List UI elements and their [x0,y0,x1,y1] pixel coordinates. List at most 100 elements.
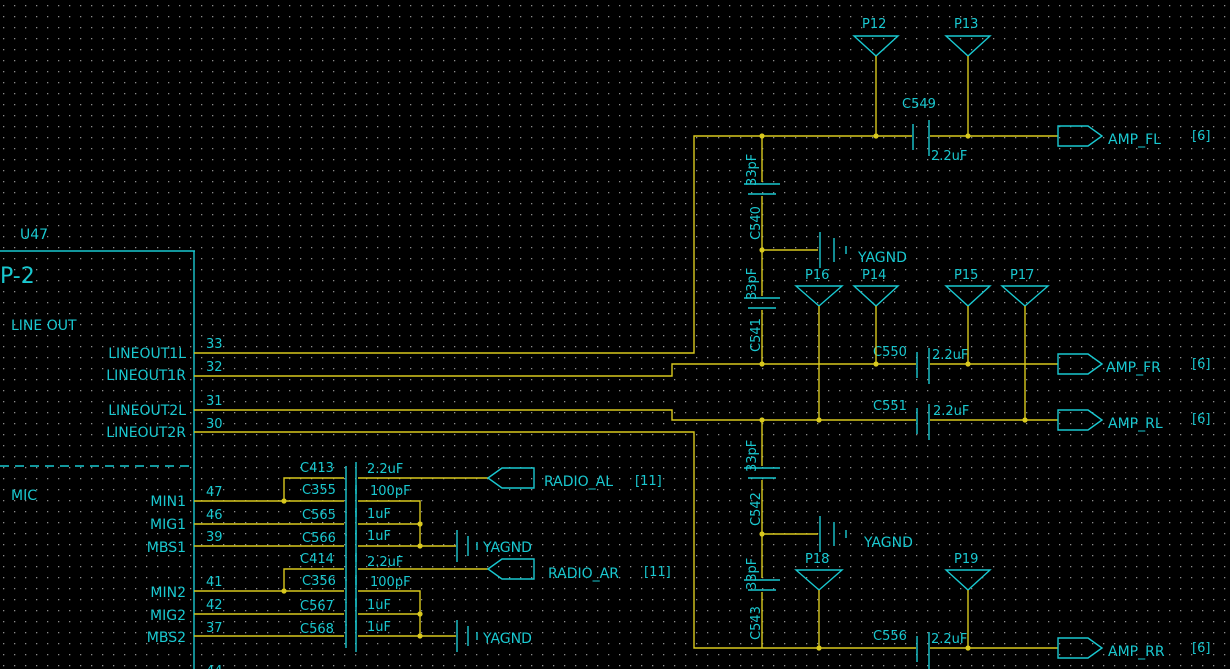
cap-value-c355: 100pF [370,484,411,499]
cap-value-c414: 2.2uF [367,555,403,570]
cap-c550[interactable]: C550 2.2uF [873,345,968,384]
pin-name-min2: MIN2 [150,585,186,601]
test-point-label: P17 [1010,268,1034,283]
test-point-p15[interactable]: P15 [944,268,992,364]
mic-nets[interactable] [194,477,488,637]
junctions-right [759,133,1028,651]
cap-ref-c566: C566 [302,531,336,546]
cap-value-c567: 1uF [367,598,391,613]
port-amp-fr[interactable]: AMP_FR [6] [1057,353,1210,376]
section-line-out: LINE OUT [11,318,77,334]
pin-num-30: 30 [206,417,223,432]
ground-label: YAGND [482,631,532,647]
pin-name-mig1: MIG1 [150,517,186,533]
cap-value-c566: 1uF [367,529,391,544]
pin-name-lineout2r: LINEOUT2R [106,425,186,441]
cap-ref: C549 [902,97,936,112]
cap-c551[interactable]: C551 2.2uF [873,399,969,440]
port-sheet: [6] [1192,357,1210,372]
test-point-label: P13 [954,17,978,32]
mic-cap-labels: C413 2.2uF C355 100pF C565 1uF C566 1uF … [300,461,411,637]
cap-value: 2.2uF [932,348,968,363]
cap-value: 2.2uF [931,149,967,164]
cap-value-c543: 33pF [745,558,760,590]
cap-ref-c541: C541 [749,318,764,352]
port-radio-al[interactable]: RADIO_AL [11] [486,467,662,490]
port-name: AMP_FR [1106,360,1161,376]
port-amp-fl[interactable]: AMP_FL [6] [1057,125,1210,148]
cap-ref-c543: C543 [749,606,764,640]
cap-ref: C551 [873,399,907,414]
test-point-p16[interactable]: P16 [794,268,844,420]
cap-value-c542: 33pF [745,440,760,472]
port-sheet: [6] [1192,412,1210,427]
test-point-p13[interactable]: P13 [944,17,992,136]
pin-num-32: 32 [206,360,223,375]
pin-name-min1: MIN1 [150,494,186,510]
cap-value-c568: 1uF [367,620,391,635]
cap-ref-c413: C413 [300,461,334,476]
test-point-p19[interactable]: P19 [944,552,992,648]
ground-label: YAGND [863,535,913,551]
cap-ref-c565: C565 [302,508,336,523]
pin-num-44: 44 [206,664,223,669]
pin-num-46: 46 [206,508,223,523]
ground-symbol-lower: YAGND [819,516,913,552]
port-sheet: [11] [644,565,671,580]
cap-ref-c414: C414 [300,552,334,567]
component-ref: U47 [20,227,48,243]
line-out-nets[interactable] [194,135,1058,649]
pin-name-lineout1r: LINEOUT1R [106,368,186,384]
cap-value-c565: 1uF [367,507,391,522]
port-sheet: [6] [1192,129,1210,144]
test-point-p17[interactable]: P17 [1000,268,1050,420]
test-point-p14[interactable]: P14 [852,268,900,364]
cap-c549[interactable]: C549 2.2uF [902,97,967,164]
pin-name-mbs1: MBS1 [147,540,186,556]
port-amp-rr[interactable]: AMP_RR [6] [1057,637,1210,660]
port-name: AMP_RR [1108,644,1165,660]
cap-value-c540: 33pF [745,154,760,186]
cap-ref-c355: C355 [302,483,336,498]
cap-ref: C556 [873,629,907,644]
ground-label: YAGND [857,250,907,266]
port-name: RADIO_AL [544,474,613,490]
component-part: P-2 [0,264,35,289]
cap-value-c356: 100pF [370,575,411,590]
port-radio-ar[interactable]: RADIO_AR [11] [486,558,671,582]
cap-value: 2.2uF [931,632,967,647]
pin-num-47: 47 [206,485,223,500]
cap-value-c413: 2.2uF [367,462,403,477]
test-point-p18[interactable]: P18 [794,552,844,648]
test-point-label: P12 [862,17,886,32]
pin-num-37: 37 [206,621,223,636]
port-amp-rl[interactable]: AMP_RL [6] [1057,409,1210,432]
filter-chain-lower[interactable]: 33pF C542 33pF C543 [744,420,818,648]
component-u47[interactable]: U47 P-2 LINE OUT MIC LINEOUT1L LINEOUT1R… [0,227,223,669]
cap-ref-c356: C356 [302,574,336,589]
cap-ref-c542: C542 [749,492,764,526]
section-mic: MIC [11,488,37,504]
pin-num-33: 33 [206,337,223,352]
pin-num-42: 42 [206,598,223,613]
cap-ref-c540: C540 [749,206,764,240]
cap-ref: C550 [873,345,907,360]
port-sheet: [11] [635,474,662,489]
filter-chain-upper[interactable]: 33pF C540 33pF C541 [744,136,818,364]
ground-symbol-mic2: YAGND [456,620,532,652]
port-sheet: [6] [1192,641,1210,656]
pin-name-lineout1l: LINEOUT1L [108,346,186,362]
port-name: AMP_RL [1108,416,1163,432]
pin-num-41: 41 [206,575,223,590]
test-point-p12[interactable]: P12 [852,17,900,136]
cap-c556[interactable]: C556 2.2uF [873,629,967,669]
ground-label: YAGND [482,540,532,556]
test-point-label: P16 [805,268,829,283]
cap-value: 2.2uF [933,404,969,419]
cap-value-c541: 33pF [745,268,760,300]
ground-symbol-upper: YAGND [819,232,907,268]
pin-name-lineout2l: LINEOUT2L [108,403,186,419]
pin-num-31: 31 [206,394,223,409]
test-point-label: P14 [862,268,886,283]
